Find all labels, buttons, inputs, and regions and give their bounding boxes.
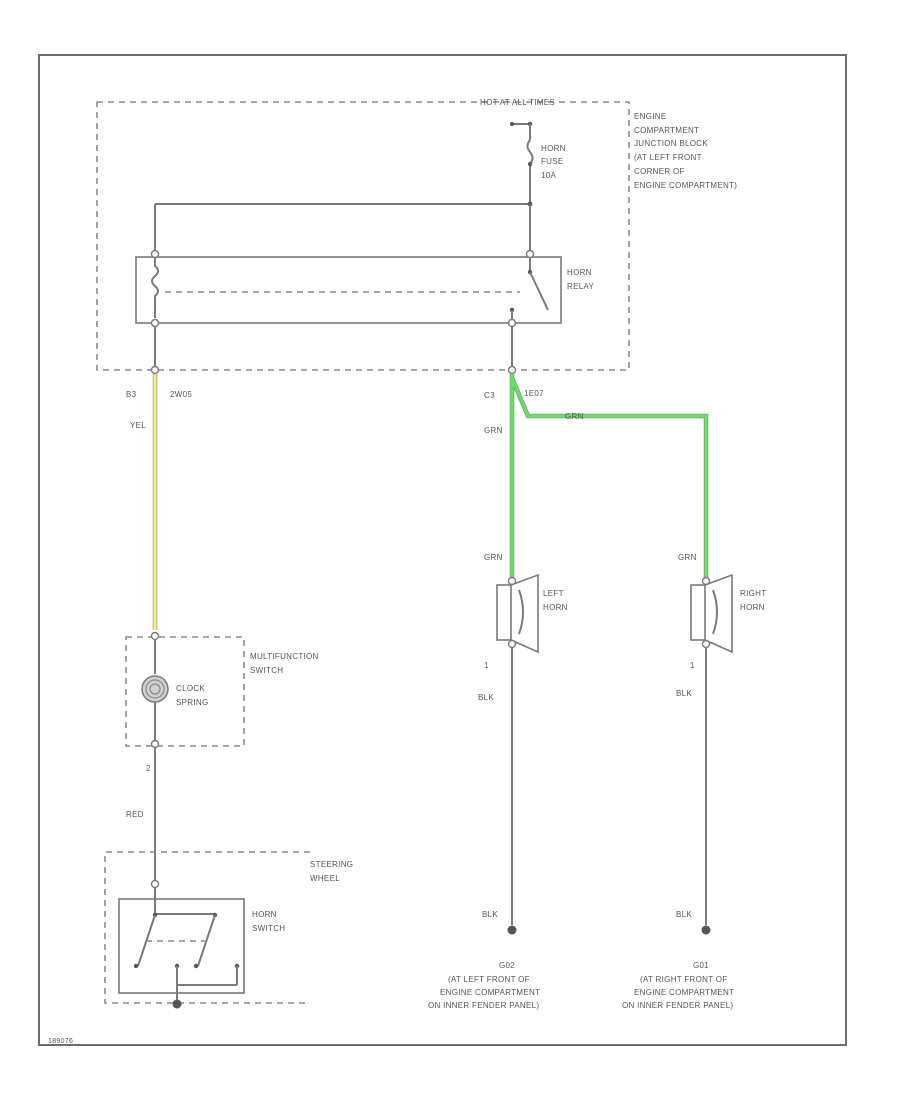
svg-text:HORN: HORN [541,144,566,153]
relay-pin [150,318,160,328]
grn-wire-label-left-horn: GRN [484,553,503,562]
svg-text:HORN: HORN [252,910,277,919]
connector-b3-label: B3 [126,390,137,399]
svg-text:ON INNER FENDER PANEL): ON INNER FENDER PANEL) [622,1001,733,1010]
svg-text:(AT LEFT FRONT: (AT LEFT FRONT [634,153,702,162]
hot-at-all-times-label: HOT AT ALL TIMES [480,98,555,107]
svg-text:FUSE: FUSE [541,157,564,166]
svg-text:ON INNER FENDER PANEL): ON INNER FENDER PANEL) [428,1001,539,1010]
svg-text:RELAY: RELAY [567,282,595,291]
svg-text:WHEEL: WHEEL [310,874,340,883]
ground-g02-label: (AT LEFT FRONT OF ENGINE COMPARTMENT ON … [428,975,540,1010]
red-wire-label: RED [126,810,144,819]
multifunction-pin [150,631,160,641]
multifunction-switch-outline [125,636,245,747]
svg-text:MULTIFUNCTION: MULTIFUNCTION [250,652,319,661]
right-horn-pin: 1 [690,661,695,670]
blk-wire-label: BLK [482,910,498,919]
clock-spring-pin-label: 2 [146,764,151,773]
right-horn-symbol [690,573,733,654]
junction-block-outline [96,101,630,371]
horn-switch-label: HORN SWITCH [252,910,285,933]
left-horn-label: LEFT HORN [543,589,568,612]
svg-text:ENGINE COMPARTMENT): ENGINE COMPARTMENT) [634,181,737,190]
svg-text:HORN: HORN [567,268,592,277]
connector-pin-c3 [507,365,517,375]
junction-block-label: ENGINE COMPARTMENT JUNCTION BLOCK (AT LE… [634,112,737,190]
svg-text:(AT RIGHT FRONT OF: (AT RIGHT FRONT OF [640,975,727,984]
relay-switch-arm [529,271,549,311]
svg-text:LEFT: LEFT [543,589,564,598]
svg-text:CLOCK: CLOCK [176,684,205,693]
connector-c3-label: C3 [484,391,495,400]
relay-pin [525,249,535,259]
svg-text:STEERING: STEERING [310,860,353,869]
relay-coil [151,258,159,318]
svg-text:(AT LEFT FRONT OF: (AT LEFT FRONT OF [448,975,530,984]
svg-text:ENGINE COMPARTMENT: ENGINE COMPARTMENT [440,988,540,997]
blk-wire-label: BLK [676,689,692,698]
grn-wire-label: GRN [484,426,503,435]
horn-relay-box [135,256,562,324]
relay-pin [507,318,517,328]
svg-text:COMPARTMENT: COMPARTMENT [634,126,699,135]
svg-text:HORN: HORN [543,603,568,612]
horn-switch-contacts [133,888,240,1000]
grn-wire-label: GRN [565,412,584,421]
ground-g01-icon [701,925,711,935]
grn-wire [510,374,708,578]
svg-text:10A: 10A [541,171,556,180]
grn-wire-label-right-horn: GRN [678,553,697,562]
left-horn-symbol [496,573,539,654]
ground-g01-label: (AT RIGHT FRONT OF ENGINE COMPARTMENT ON… [622,975,734,1010]
connector-pin-b3 [150,365,160,375]
footer-code: 189076 [48,1038,73,1045]
svg-text:SPRING: SPRING [176,698,208,707]
blk-wire-label: BLK [676,910,692,919]
ground-icon [172,999,182,1009]
horn-switch-box [118,898,245,994]
svg-text:ENGINE: ENGINE [634,112,666,121]
svg-text:JUNCTION BLOCK: JUNCTION BLOCK [634,139,708,148]
ground-g02-icon [507,925,517,935]
svg-text:SWITCH: SWITCH [250,666,283,675]
horn-relay-label: HORN RELAY [567,268,595,291]
diagram-frame [38,54,847,1046]
steering-wheel-pin [150,879,160,889]
grn-wire-outline [509,374,709,578]
svg-text:HORN: HORN [740,603,765,612]
blk-wire-label: BLK [478,693,494,702]
horn-fuse-label: HORN FUSE 10A [541,144,566,180]
svg-text:ENGINE COMPARTMENT: ENGINE COMPARTMENT [634,988,734,997]
svg-text:CORNER OF: CORNER OF [634,167,685,176]
connector-b3-id: 2W05 [170,390,192,399]
right-horn-label: RIGHT HORN [740,589,766,612]
horn-fuse [510,121,534,205]
steering-wheel-label: STEERING WHEEL [310,860,353,883]
multifunction-pin [150,739,160,749]
connector-c3-id: 1E07 [524,389,544,398]
svg-text:SWITCH: SWITCH [252,924,285,933]
steering-wheel-outline [104,851,310,1004]
ground-g02-id: G02 [499,961,515,970]
yel-wire-label: YEL [130,421,146,430]
multifunction-switch-label: MULTIFUNCTION SWITCH [250,652,319,675]
relay-pin [150,249,160,259]
left-horn-pin: 1 [484,661,489,670]
clock-spring-label: CLOCK SPRING [176,684,208,707]
ground-g01-id: G01 [693,961,709,970]
clock-spring-icon [141,675,169,703]
svg-text:RIGHT: RIGHT [740,589,766,598]
